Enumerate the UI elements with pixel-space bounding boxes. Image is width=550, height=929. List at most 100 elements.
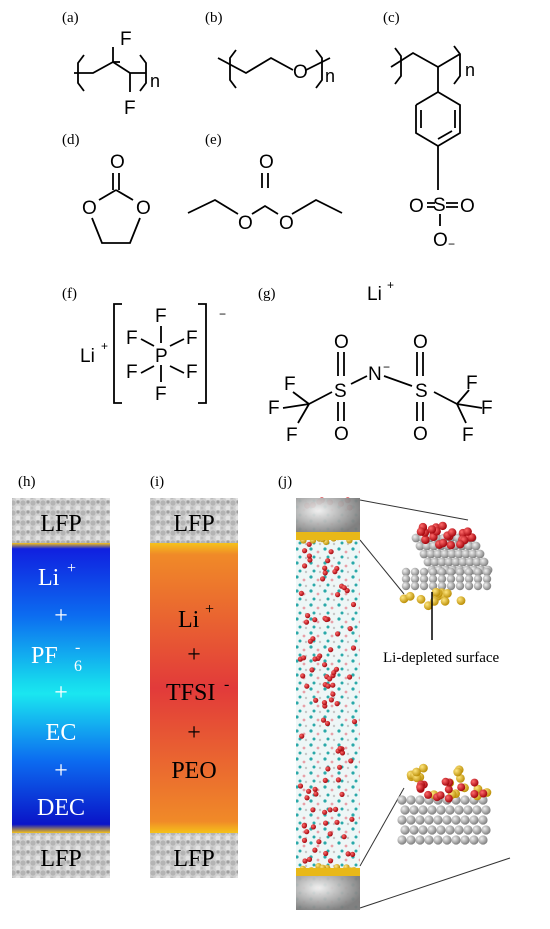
atom-o-c-bottom: O xyxy=(433,230,448,251)
zoom-gold-atom xyxy=(405,591,415,601)
zoom-gray-atom xyxy=(461,549,471,559)
zoom-gold-atom xyxy=(412,767,421,777)
zoom-gray-atom xyxy=(401,581,411,591)
zoom-gray-atom xyxy=(478,835,488,845)
atom-f-g-l1: F xyxy=(284,374,296,395)
md-red-atom xyxy=(327,858,334,864)
atom-o-e-top: O xyxy=(259,152,274,173)
zoom-gray-atom xyxy=(473,574,483,584)
column-i: LFP LFP Li + + TFSI - + PEO xyxy=(150,498,238,878)
md-red-atom xyxy=(321,700,328,706)
atom-s-g-left: S xyxy=(334,381,347,402)
zoom-gray-atom xyxy=(424,835,434,845)
zoom-gold-atom xyxy=(440,596,450,606)
zoom-red-atom xyxy=(444,785,453,794)
atom-o-e-right: O xyxy=(279,213,294,234)
md-red-atom xyxy=(303,619,310,625)
zoom-gray-atom xyxy=(428,574,438,584)
md-red-atom xyxy=(349,816,355,822)
zoom-gray-atom xyxy=(454,805,464,815)
md-red-atom xyxy=(304,683,310,689)
zoom-gray-atom xyxy=(460,815,470,825)
zoom-line-top-2 xyxy=(359,539,405,595)
zoom-gray-atom xyxy=(409,805,419,815)
zoom-red-atom xyxy=(470,790,479,798)
zoom-gray-atom xyxy=(482,567,492,577)
panel-label-e: (e) xyxy=(205,132,222,148)
md-red-atom xyxy=(306,541,312,547)
md-electrode-bottom xyxy=(296,876,360,910)
zoom-gray-atom xyxy=(445,805,455,815)
atom-f-p-ll: F xyxy=(126,362,138,383)
atom-f-bottom: F xyxy=(124,98,136,119)
zoom-gray-atom xyxy=(446,574,456,584)
zoom-gray-atom xyxy=(433,549,443,559)
md-red-atom xyxy=(335,631,341,637)
zoom-red-atom xyxy=(438,521,447,531)
zoom-gray-atom xyxy=(415,815,425,825)
zoom-gray-atom xyxy=(437,581,447,591)
zoom-gray-atom xyxy=(454,549,464,559)
zoom-gray-atom xyxy=(415,835,425,845)
md-red-atom xyxy=(337,764,343,770)
label-li-i: Li xyxy=(178,607,200,633)
atom-o-d-left: O xyxy=(82,198,97,219)
md-red-atom xyxy=(328,697,334,703)
zoom-gray-atom xyxy=(471,541,481,551)
atom-o-g-right-bottom: O xyxy=(413,424,428,445)
zoom-gray-atom xyxy=(464,581,474,591)
label-pf-charge-h: - xyxy=(75,639,80,656)
zoom-red-atom xyxy=(479,789,488,798)
md-red-atom xyxy=(330,691,336,697)
atom-o-e-left: O xyxy=(238,213,253,234)
zoom-gray-atom xyxy=(478,815,488,825)
callout-li-depleted-surface: Li-depleted surface xyxy=(383,650,500,666)
zoom-gray-atom xyxy=(451,557,461,567)
liquid-electrolyte-region xyxy=(12,543,110,833)
md-red-atom xyxy=(300,673,306,679)
md-red-atom xyxy=(301,655,307,661)
zoom-gray-atom xyxy=(473,567,483,577)
atom-f-p-bottom: F xyxy=(155,384,167,405)
lfp-electrode-bottom-h xyxy=(12,833,110,878)
zoom-inset-top xyxy=(399,521,493,611)
md-red-atom xyxy=(304,829,310,835)
label-lfp-bottom-h: LFP xyxy=(40,846,81,872)
zoom-red-atom xyxy=(416,783,425,792)
atom-o-g-left-top: O xyxy=(334,332,349,353)
md-red-atom xyxy=(312,617,318,623)
zoom-gray-atom xyxy=(468,549,478,559)
label-tfsi-charge: - xyxy=(224,676,229,693)
atom-o-g-left-bottom: O xyxy=(334,424,349,445)
zoom-gray-atom xyxy=(400,805,410,815)
md-red-atom xyxy=(348,758,354,764)
md-red-atom xyxy=(322,809,328,815)
label-peo: PEO xyxy=(171,758,216,784)
zoom-gray-atom xyxy=(419,549,429,559)
zoom-red-atom xyxy=(421,535,430,544)
label-ec: EC xyxy=(46,720,77,746)
md-red-atom xyxy=(345,851,351,857)
zoom-gray-atom xyxy=(481,825,491,835)
structure-e: O O O xyxy=(187,152,343,234)
zoom-gray-atom xyxy=(442,815,452,825)
zoom-gray-atom xyxy=(464,541,474,551)
zoom-gray-atom xyxy=(401,574,411,584)
md-red-atom xyxy=(310,824,316,830)
md-red-atom xyxy=(341,585,347,591)
zoom-gray-atom xyxy=(426,549,436,559)
md-red-atom xyxy=(333,806,339,813)
label-plus-i-1: + xyxy=(187,642,201,668)
md-red-atom xyxy=(333,666,340,672)
zoom-gray-atom xyxy=(446,567,456,577)
md-red-atom xyxy=(316,839,322,845)
atom-o-d-right: O xyxy=(136,198,151,219)
label-li-h: Li xyxy=(38,565,60,591)
md-red-atom xyxy=(306,553,312,559)
zoom-red-atom xyxy=(444,794,453,803)
zoom-gold-atom xyxy=(443,589,452,598)
zoom-gray-atom xyxy=(427,825,437,835)
md-red-atom xyxy=(332,569,338,575)
panel-label-b: (b) xyxy=(205,10,223,26)
zoom-gray-atom xyxy=(406,815,416,825)
